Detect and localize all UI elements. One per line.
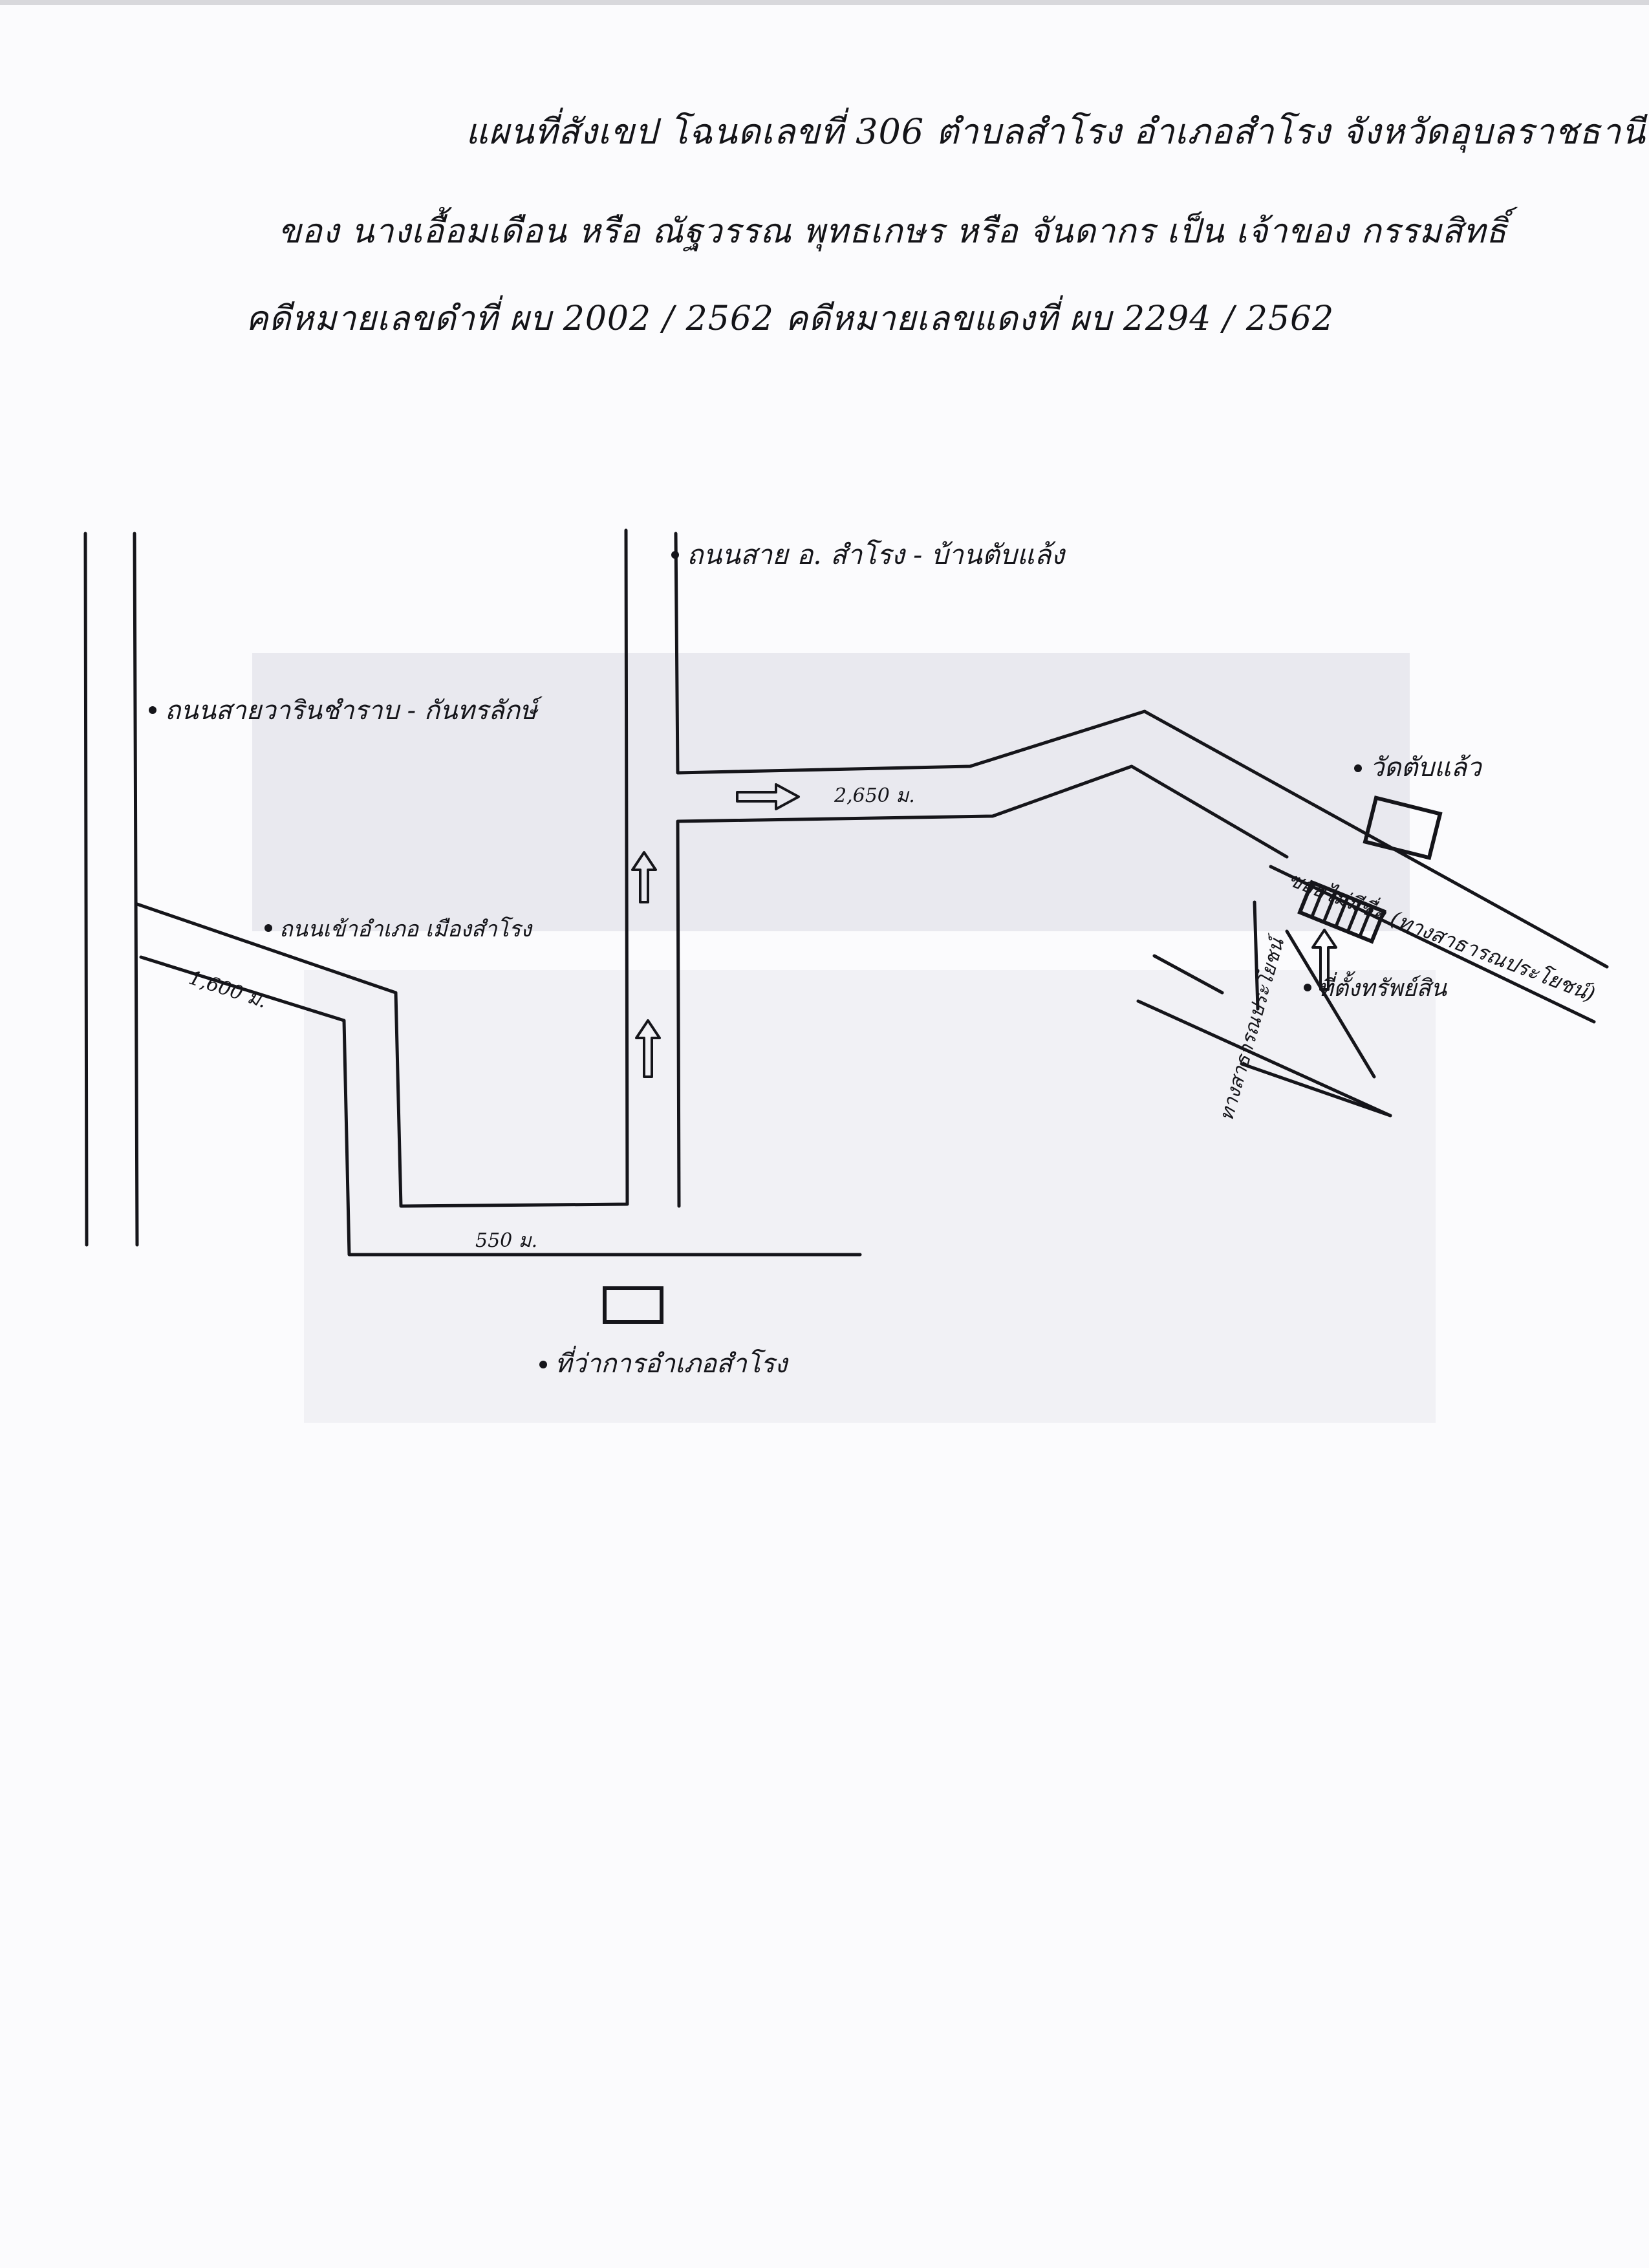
distance-label-550: 550 ม. (475, 1229, 537, 1252)
highway-line-right (133, 532, 139, 1247)
soi-upper-edge (1269, 865, 1596, 1024)
road-label-into-district: ถนนเข้าอำเภอ เมืองสำโรง (279, 916, 533, 942)
bullet-dot (264, 924, 272, 932)
district-road-upper-edge (135, 528, 629, 1208)
bullet-dot (149, 706, 156, 714)
public-way-lower-mid (1240, 1062, 1392, 1118)
temple-marker (1363, 795, 1443, 860)
north-road-lower-edge (676, 764, 1289, 1208)
public-way-lower-left (1136, 999, 1392, 1118)
district-office-label: ที่ว่าการอำเภอสำโรง (555, 1345, 789, 1379)
road-label-samrong-ban-tab-laeng: ถนนสาย อ. สำโรง - บ้านตับแล้ง (687, 539, 1066, 570)
bullet-dot (1304, 984, 1311, 991)
distance-label-2650: 2,650 ม. (834, 784, 915, 807)
highway-line-left (83, 532, 89, 1247)
distance-label-1600: 1,600 ม. (186, 966, 270, 1013)
public-way-connector (1253, 900, 1260, 1011)
north-road-upper-edge (674, 532, 1609, 969)
case-numbers-line: คดีหมายเลขดำที่ ผบ 2002 / 2562 คดีหมายเล… (246, 299, 1335, 338)
road-label-warin-kanthararak: ถนนสายวารินชำราบ - กันทรลักษ์ (165, 696, 543, 726)
owners-line: ของ นางเอื้อมเดือน หรือ ณัฐวรรณ พุทธเกษร… (278, 212, 1507, 251)
bleed-through-mark (252, 653, 1410, 931)
document-title: แผนที่สังเขป โฉนดเลขที่ 306 ตำบลสำโรง อำ… (466, 111, 1646, 152)
arrow-right-icon (736, 783, 800, 810)
bullet-dot (1354, 764, 1362, 772)
arrow-up-icon (631, 851, 657, 903)
land-plot-marker (1297, 880, 1386, 944)
district-road-lower-edge (139, 955, 862, 1257)
bullet-dot (671, 551, 679, 559)
temple-label: วัดตับแล้ว (1370, 753, 1483, 783)
arrow-up-icon (635, 1019, 661, 1078)
district-office-marker (603, 1286, 663, 1324)
scan-top-edge (0, 0, 1649, 5)
soi-branch-right (1285, 929, 1376, 1079)
arrow-up-icon (1311, 929, 1337, 991)
land-location-label: ที่ตั้งทรัพย์สิน (1318, 971, 1448, 1002)
bleed-through-mark (304, 970, 1436, 1423)
bullet-dot (539, 1361, 547, 1368)
public-way-upper-left (1152, 954, 1224, 995)
